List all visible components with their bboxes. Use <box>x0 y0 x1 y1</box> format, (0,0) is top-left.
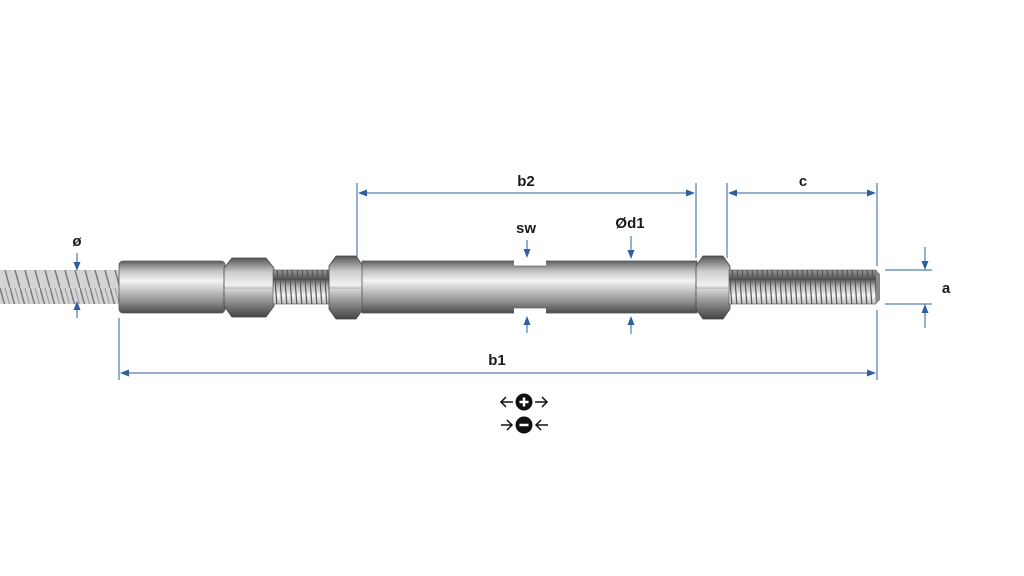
loosen-legend <box>501 416 548 434</box>
dimension-b1: b1 <box>118 310 878 380</box>
label-b1: b1 <box>488 352 506 369</box>
wrench-flat <box>514 258 546 266</box>
right-lock-nut <box>695 255 731 320</box>
label-d1: Ød1 <box>615 215 644 232</box>
tighten-legend <box>499 393 549 411</box>
label-c: c <box>799 173 807 190</box>
dimension-c: c <box>726 173 878 266</box>
left-lock-nut <box>328 255 364 320</box>
turnbuckle-body <box>361 258 698 316</box>
dimension-wire-diameter: ø <box>72 233 82 318</box>
sleeve-hex-nut <box>223 257 275 318</box>
dimension-a: a <box>885 247 951 328</box>
label-b2: b2 <box>517 173 535 190</box>
left-threaded-stud <box>272 269 334 305</box>
dimension-d1: Ød1 <box>615 215 645 334</box>
label-sw: sw <box>516 220 536 237</box>
right-threaded-stud <box>728 269 877 305</box>
label-a: a <box>942 280 951 297</box>
dimension-sw: sw <box>516 220 536 333</box>
wire-rope <box>0 270 122 304</box>
swage-sleeve <box>118 260 226 314</box>
label-diameter: ø <box>72 233 82 250</box>
dimension-b2: b2 <box>356 173 697 258</box>
